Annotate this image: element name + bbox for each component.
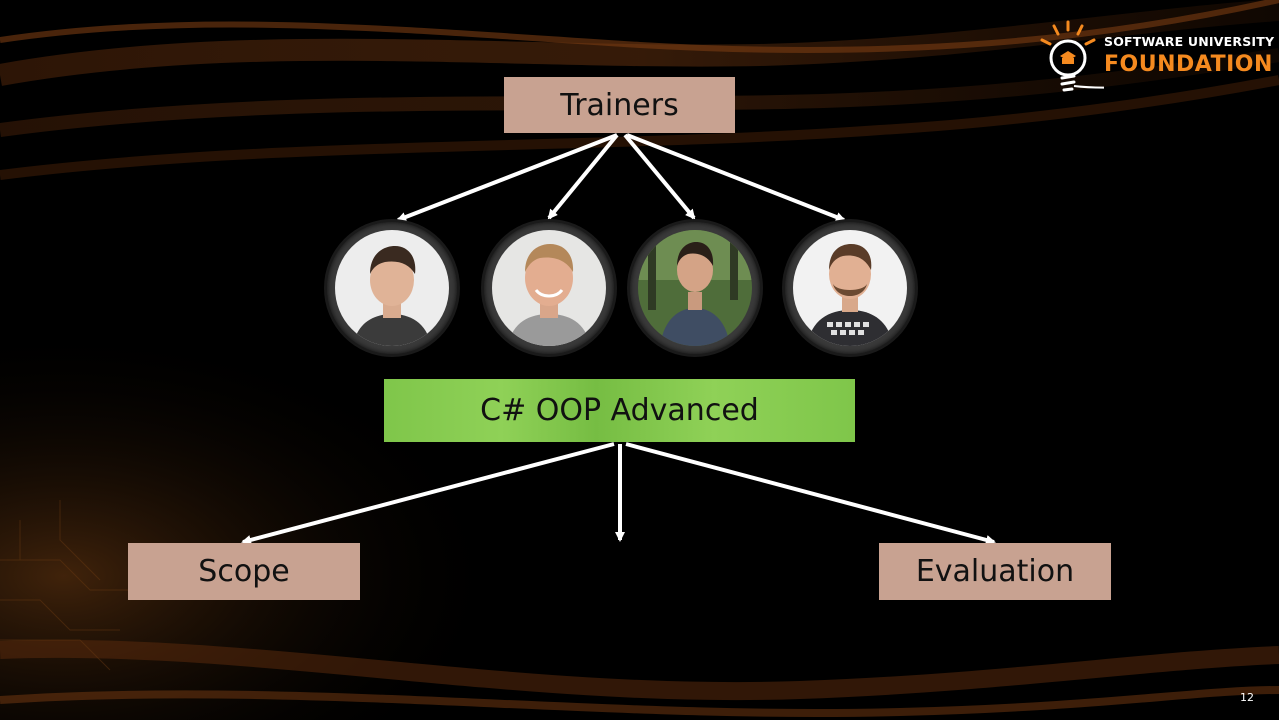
arrow-course-to-scope bbox=[241, 442, 615, 545]
person-photo-icon bbox=[335, 230, 449, 346]
software-university-logo: SOFTWARE UNIVERSITY FOUNDATION bbox=[1034, 18, 1274, 98]
evaluation-label: Evaluation bbox=[915, 554, 1075, 589]
trainer-photo-1 bbox=[327, 222, 457, 354]
scope-box: Scope bbox=[128, 543, 360, 600]
arrow-trainers-to-photo-3 bbox=[623, 133, 696, 220]
person-photo-icon bbox=[793, 230, 907, 346]
trainers-box: Trainers bbox=[504, 77, 735, 133]
course-title-label: C# OOP Advanced bbox=[480, 393, 759, 428]
trainer-photo-2 bbox=[484, 222, 614, 354]
logo-text-line2: FOUNDATION bbox=[1104, 52, 1273, 77]
arrow-trainers-to-photo-1 bbox=[396, 133, 618, 222]
course-title-box: C# OOP Advanced bbox=[384, 379, 855, 442]
page-number: 12 bbox=[1240, 691, 1254, 704]
trainers-label: Trainers bbox=[560, 87, 679, 123]
trainer-photo-4 bbox=[785, 222, 915, 354]
scope-label: Scope bbox=[198, 554, 290, 589]
lightbulb-icon bbox=[1040, 20, 1104, 92]
arrow-trainers-to-photo-2 bbox=[547, 133, 619, 220]
trainer-photo-3 bbox=[630, 222, 760, 354]
evaluation-box: Evaluation bbox=[879, 543, 1111, 600]
person-photo-icon bbox=[492, 230, 606, 346]
arrow-course-to-evaluation bbox=[625, 442, 996, 545]
logo-text-line1: SOFTWARE UNIVERSITY bbox=[1104, 34, 1275, 49]
arrow-trainers-to-photo-4 bbox=[626, 133, 846, 222]
person-photo-icon bbox=[638, 230, 752, 346]
